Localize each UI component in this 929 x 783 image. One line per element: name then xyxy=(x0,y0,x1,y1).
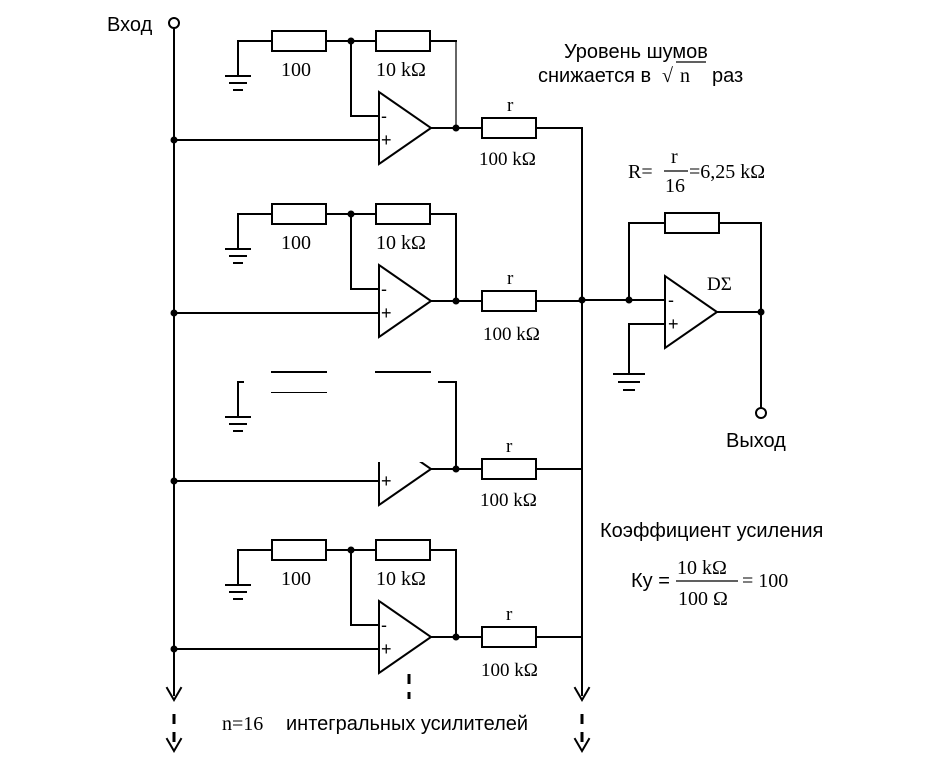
stage-1-ground-resistor-value: 100 xyxy=(281,59,311,81)
stage-2-output-resistor-value: 100 kΩ xyxy=(483,324,540,345)
svg-text:-: - xyxy=(668,290,674,310)
summing-feedback-resistor xyxy=(664,212,720,234)
summing-bus xyxy=(573,127,591,753)
ground-resistor xyxy=(271,203,327,225)
sum-r-result: =6,25 kΩ xyxy=(689,161,765,183)
svg-text:+: + xyxy=(381,471,392,491)
gain-title: Коэффициент усиления xyxy=(600,520,823,542)
stage-3-output-resistor-name: r xyxy=(506,436,513,457)
stage-3-output-resistor-value: 100 kΩ xyxy=(480,490,537,511)
op-amp xyxy=(378,90,433,166)
noise-text-suffix: раз xyxy=(712,65,743,87)
svg-text:+: + xyxy=(381,303,392,323)
stage-4-feedback-resistor-value: 10 kΩ xyxy=(376,568,426,590)
amplifier-stage-4: - + xyxy=(170,539,583,699)
output-resistor xyxy=(481,290,537,312)
stage-1-feedback-resistor-value: 10 kΩ xyxy=(376,59,426,81)
noise-text-line2: снижается в xyxy=(538,65,651,87)
gain-result: = 100 xyxy=(742,570,788,592)
ground-resistor xyxy=(271,539,327,561)
count-caption: интегральных усилителей xyxy=(286,713,528,735)
output-terminal[interactable] xyxy=(755,407,767,419)
noise-sqrt-arg: n xyxy=(680,65,690,87)
op-amp xyxy=(378,263,433,339)
gain-numerator: 10 kΩ xyxy=(677,557,727,579)
op-amp xyxy=(378,599,433,675)
gain-prefix: Ку = xyxy=(631,570,670,592)
svg-text:-: - xyxy=(381,279,387,299)
gain-denominator: 100 Ω xyxy=(678,588,728,610)
ground-resistor xyxy=(271,30,327,52)
summing-op-amp xyxy=(664,274,719,350)
output-resistor xyxy=(481,458,537,480)
stage-4-output-resistor-value: 100 kΩ xyxy=(481,660,538,681)
output-label: Выход xyxy=(726,430,786,452)
amplifier-stage-1: - + xyxy=(170,30,583,166)
input-terminal[interactable] xyxy=(168,17,180,29)
input-bus xyxy=(165,17,183,753)
summing-amp-label: DΣ xyxy=(707,274,732,295)
count-n: n=16 xyxy=(222,713,263,735)
feedback-resistor xyxy=(375,539,431,561)
amplifier-stage-2: - + xyxy=(170,203,583,339)
feedback-resistor xyxy=(375,30,431,52)
stage-2-feedback-resistor-value: 10 kΩ xyxy=(376,232,426,254)
stage-2-output-resistor-name: r xyxy=(507,268,514,289)
input-label: Вход xyxy=(107,14,153,36)
svg-text:+: + xyxy=(668,314,679,334)
stage-1-output-resistor-name: r xyxy=(507,95,514,116)
output-resistor xyxy=(481,117,537,139)
noise-text-line1: Уровень шумов xyxy=(564,41,708,63)
stage-4-output-resistor-name: r xyxy=(506,604,513,625)
stage-4-ground-resistor-value: 100 xyxy=(281,568,311,590)
amplifier-stage-3: + xyxy=(170,371,583,507)
noise-sqrt-symbol: √ xyxy=(662,65,673,87)
stage-1-output-resistor-value: 100 kΩ xyxy=(479,149,536,170)
sum-r-denominator: 16 xyxy=(665,175,685,197)
svg-text:-: - xyxy=(381,106,387,126)
output-resistor xyxy=(481,626,537,648)
svg-text:-: - xyxy=(381,615,387,635)
sum-r-prefix: R= xyxy=(628,161,653,183)
feedback-resistor xyxy=(375,203,431,225)
svg-text:+: + xyxy=(381,130,392,150)
summing-amplifier: - + xyxy=(578,212,767,419)
sum-r-numerator: r xyxy=(671,146,678,168)
svg-text:+: + xyxy=(381,639,392,659)
stage-2-ground-resistor-value: 100 xyxy=(281,232,311,254)
